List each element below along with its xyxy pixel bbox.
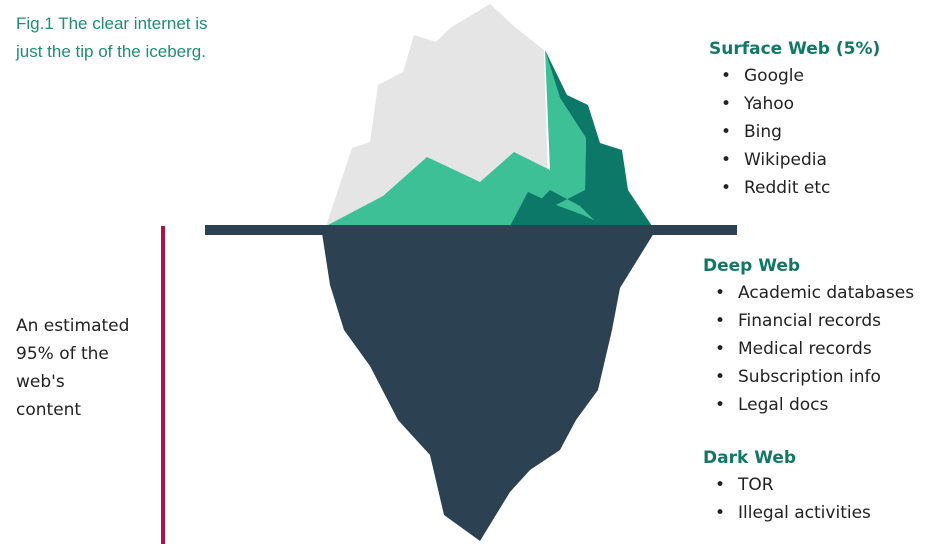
list-item: Medical records — [703, 335, 914, 363]
annotation-line-3: web's — [16, 372, 65, 392]
caption-line-2: just the tip of the iceberg. — [16, 42, 206, 61]
list-item: Reddit etc — [709, 174, 880, 202]
figure-caption: Fig.1 The clear internet is just the tip… — [16, 10, 246, 66]
deep-web-section: Deep Web Academic databases Financial re… — [703, 253, 914, 419]
list-item: Legal docs — [703, 391, 914, 419]
list-item: Subscription info — [703, 363, 914, 391]
deep-web-title: Deep Web — [703, 256, 801, 276]
list-item: Google — [709, 62, 880, 90]
list-item: Bing — [709, 118, 880, 146]
dark-web-list: TOR Illegal activities — [703, 471, 871, 527]
estimate-annotation: An estimated 95% of the web's content — [16, 312, 156, 424]
surface-web-list: Google Yahoo Bing Wikipedia Reddit etc — [709, 62, 880, 202]
water-line — [205, 225, 737, 235]
estimate-bracket-line — [161, 226, 165, 544]
surface-web-section: Surface Web (5%) Google Yahoo Bing Wikip… — [709, 36, 880, 202]
list-item: Yahoo — [709, 90, 880, 118]
list-item: Academic databases — [703, 279, 914, 307]
caption-line-1: Fig.1 The clear internet is — [16, 14, 208, 33]
annotation-line-4: content — [16, 400, 82, 420]
iceberg-dark-green-shadow — [510, 192, 606, 226]
list-item: TOR — [703, 471, 871, 499]
iceberg-dark-green-face — [515, 50, 652, 226]
iceberg-underwater-mass — [322, 233, 654, 541]
annotation-line-1: An estimated — [16, 316, 130, 336]
deep-web-list: Academic databases Financial records Med… — [703, 279, 914, 419]
dark-web-title: Dark Web — [703, 448, 797, 468]
dark-web-section: Dark Web TOR Illegal activities — [703, 445, 871, 527]
annotation-line-2: 95% of the — [16, 344, 109, 364]
list-item: Illegal activities — [703, 499, 871, 527]
iceberg-light-green-band — [326, 50, 605, 226]
surface-web-title: Surface Web (5%) — [709, 39, 881, 59]
list-item: Financial records — [703, 307, 914, 335]
list-item: Wikipedia — [709, 146, 880, 174]
iceberg-snow-cap — [326, 4, 548, 226]
